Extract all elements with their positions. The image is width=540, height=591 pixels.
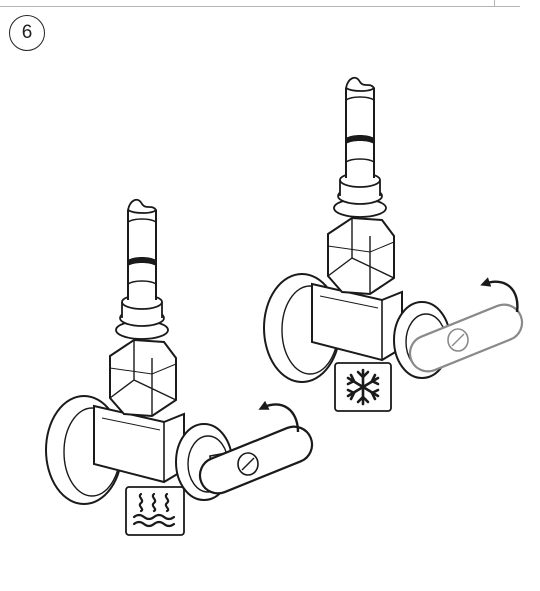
right-valve-handle (408, 303, 524, 373)
heat-mode-indicator (125, 486, 185, 536)
right-rotation-arrow-icon (480, 277, 519, 313)
heat-waves-icon (132, 492, 176, 528)
top-divider-line (0, 6, 520, 7)
cool-mode-indicator (334, 362, 392, 412)
step-number: 6 (21, 22, 33, 43)
snowflake-icon (346, 368, 380, 406)
left-valve-handle (198, 425, 314, 495)
step-number-badge: 6 (9, 15, 45, 51)
right-valve (263, 76, 524, 384)
top-divider-tick (494, 0, 495, 7)
left-rotation-arrow-icon (258, 400, 300, 433)
left-valve (45, 198, 314, 506)
